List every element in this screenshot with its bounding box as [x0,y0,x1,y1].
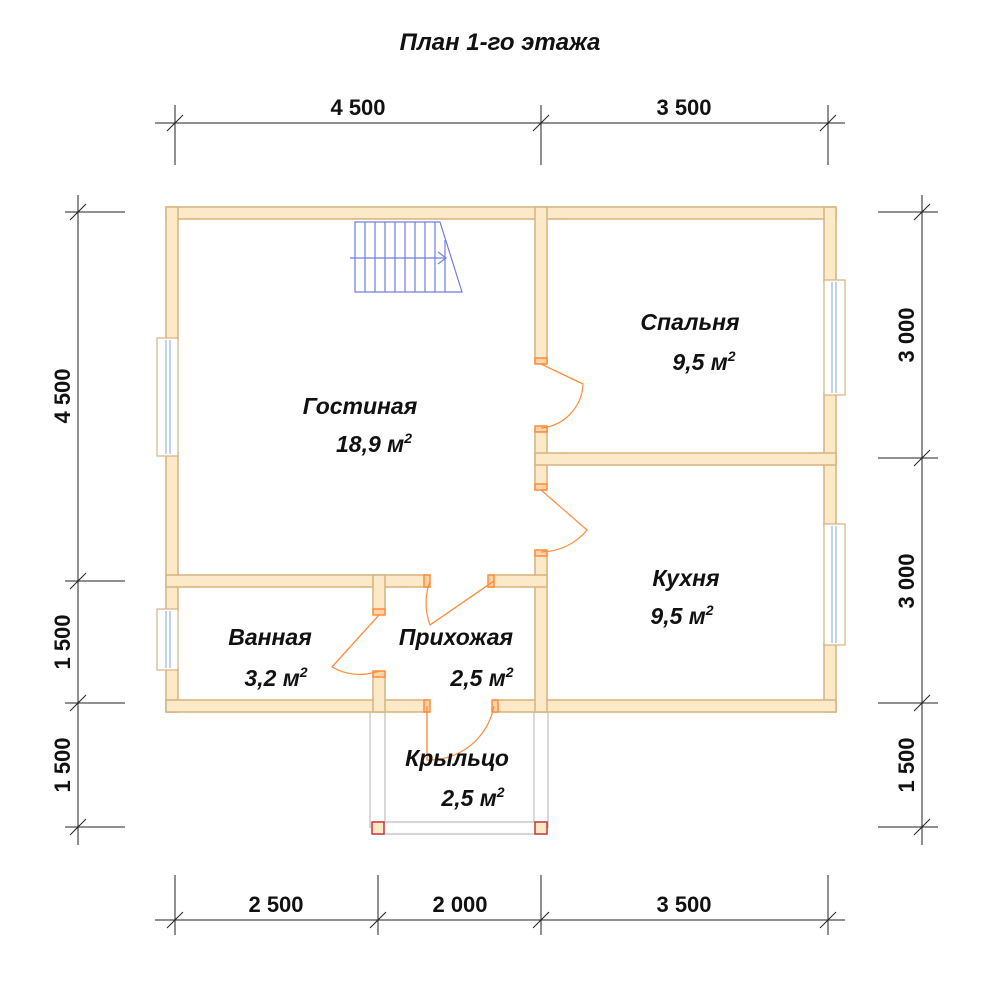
svg-text:2,5 м2: 2,5 м2 [440,784,504,811]
room-bedroom-area-sup: 2 [727,348,736,364]
plan-title: План 1-го этажа [400,29,601,56]
room-hallway: Прихожая 2,5 м2 [399,624,514,691]
window-living-left [156,337,179,457]
dim-bottom-2: 2 000 [432,892,487,917]
room-living-area-sup: 2 [403,430,412,446]
room-porch-area-sup: 2 [496,784,505,800]
room-porch: Крыльцо 2,5 м2 [405,745,509,811]
dim-right-3: 1 500 [894,737,919,792]
porch-post-right [534,821,548,835]
svg-text:2,5 м2: 2,5 м2 [449,664,513,691]
room-kitchen-name: Кухня [652,565,720,591]
room-living-area: 18,9 м [336,431,404,457]
dimension-left: 4 500 1 500 1 500 [50,195,125,845]
svg-text:3,2 м2: 3,2 м2 [244,664,307,691]
room-living: Гостиная 18,9 м2 [303,393,418,457]
dim-left-2: 1 500 [50,614,75,669]
doors [331,363,588,761]
room-bedroom: Спальня 9,5 м2 [640,309,740,375]
room-kitchen-area-sup: 2 [705,602,714,618]
room-porch-area: 2,5 м [440,785,496,811]
porch [369,712,549,835]
dim-top-2: 3 500 [656,95,711,120]
window-bathroom-left [156,608,179,671]
dim-right-1: 3 000 [894,307,919,362]
dimension-top: 4 500 3 500 [155,95,845,165]
room-hallway-area: 2,5 м [449,665,505,691]
dim-bottom-1: 2 500 [248,892,303,917]
room-bathroom-area-sup: 2 [299,664,308,680]
dimension-right: 3 000 3 000 1 500 [878,195,938,845]
room-bedroom-area: 9,5 м [672,349,727,375]
room-kitchen: Кухня 9,5 м2 [650,565,720,629]
room-hallway-name: Прихожая [399,624,514,650]
porch-post-left [371,821,385,835]
room-bathroom-area: 3,2 м [244,665,299,691]
dim-right-2: 3 000 [894,553,919,608]
dim-left-1: 4 500 [50,368,75,423]
room-hallway-area-sup: 2 [505,664,514,680]
windows [156,279,846,671]
room-porch-name: Крыльцо [405,745,509,771]
dim-bottom-3: 3 500 [656,892,711,917]
svg-text:18,9 м2: 18,9 м2 [336,430,412,457]
stairs-icon [350,221,463,293]
room-kitchen-area: 9,5 м [650,603,705,629]
room-bathroom: Ванная 3,2 м2 [228,624,312,691]
svg-text:9,5 м2: 9,5 м2 [650,602,713,629]
window-kitchen-right [823,523,846,646]
dim-top-1: 4 500 [330,95,385,120]
room-living-name: Гостиная [303,393,418,419]
dim-left-3: 1 500 [50,737,75,792]
room-bathroom-name: Ванная [228,624,312,650]
dimension-bottom: 2 500 2 000 3 500 [155,875,845,935]
svg-text:9,5 м2: 9,5 м2 [672,348,735,375]
room-bedroom-name: Спальня [640,309,740,335]
window-bedroom-right [823,279,846,396]
walls [165,206,837,713]
